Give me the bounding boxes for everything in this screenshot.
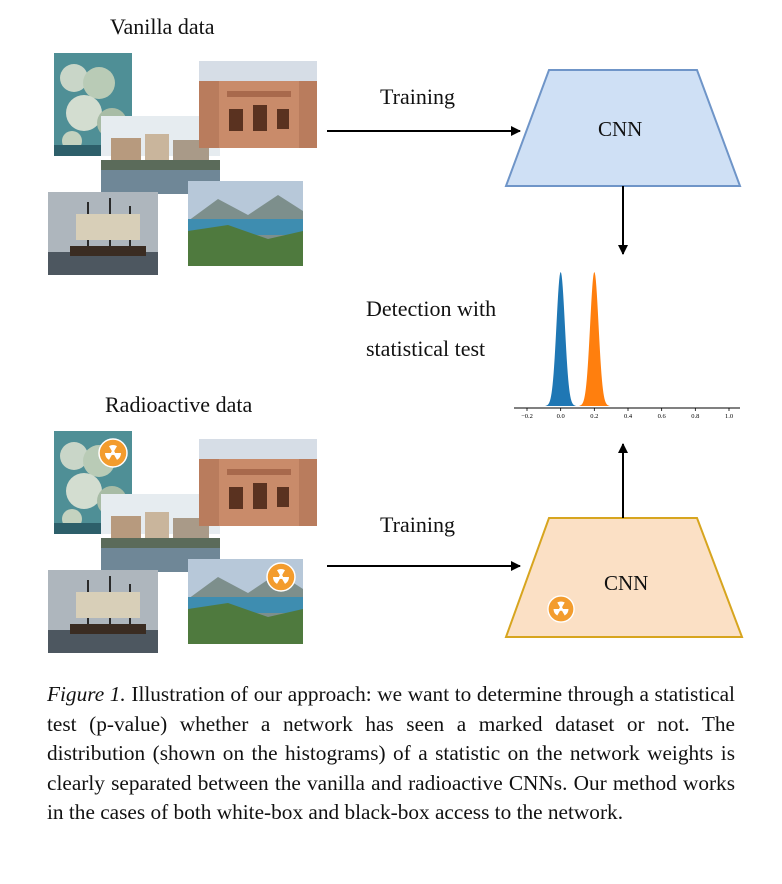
coral-image [54,53,132,156]
figure-label: Figure 1. [47,682,126,706]
histogram-tick-label: 0.0 [557,413,565,420]
petra-image [199,61,317,148]
histogram-tick-label: 0.2 [590,413,598,420]
detection-label-line2: statistical test [366,336,486,361]
histogram-tick-label: 0.6 [658,413,667,420]
cnn-vanilla-label: CNN [598,117,643,141]
harbor-image [101,494,220,572]
caption-text: Illustration of our approach: we want to… [47,682,735,824]
histogram-series-vanilla [545,272,576,406]
histogram-tick-label: 1.0 [725,413,733,420]
histogram-tick-label: 0.4 [624,413,633,420]
tall-ship-image [48,192,158,275]
histogram-plot: −0.2 0.0 0.2 0.4 0.6 0.8 1.0 [514,272,740,420]
radioactive-icon [547,595,575,623]
cnn-radioactive-label: CNN [604,571,649,595]
tall-ship-image [48,570,158,653]
vanilla-data-title: Vanilla data [110,14,215,39]
histogram-tick-label: 0.8 [691,413,699,420]
training-label-bottom: Training [380,512,455,537]
radioactive-data-title: Radioactive data [105,392,253,417]
cnn-vanilla-shape [504,69,742,187]
mountain-lake-image [188,181,303,266]
radioactive-icon [98,438,128,468]
radioactive-icon [266,562,296,592]
histogram-series-radioactive [579,272,610,406]
histogram-tick-label: −0.2 [521,413,533,420]
figure-caption: Figure 1. Illustration of our approach: … [47,680,735,828]
training-label-top: Training [380,84,455,109]
petra-image [199,439,317,526]
detection-label-line1: Detection with [366,296,497,321]
